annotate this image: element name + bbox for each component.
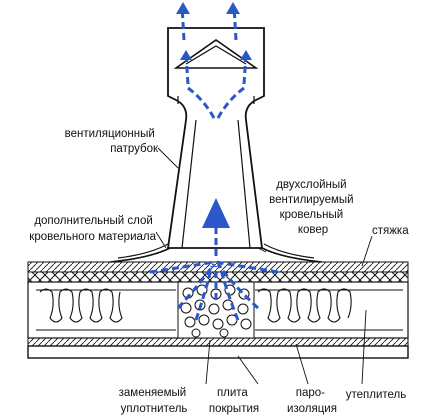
replaceable-seal-zone: [177, 281, 255, 339]
pipe-body: [166, 27, 265, 249]
label-two-layer-carpet: двухслойный вентилируемый кровельный ков…: [269, 179, 357, 236]
label-vent-pipe: вентиляционный патрубок: [65, 128, 159, 155]
label-cover-slab: плита покрытия: [209, 387, 259, 415]
label-insulation: утеплитель: [346, 389, 407, 401]
roof-section: [27, 261, 409, 359]
insulation-texture: [36, 288, 403, 331]
leader-lines: [155, 147, 373, 385]
cover-slab-layer: [27, 345, 409, 359]
air-arrow-up: [202, 198, 230, 228]
label-vapor-barrier: паро- изоляция: [287, 387, 337, 415]
pipe-cap: [173, 39, 259, 69]
screed-layer: [27, 271, 409, 283]
label-replaceable-seal: заменяемый уплотнитель: [119, 387, 190, 415]
vent-pipe: [109, 27, 323, 263]
vapor-barrier-layer: [27, 337, 409, 347]
label-extra-layer: дополнительный слой кровельного материал…: [29, 215, 156, 243]
label-screed: стяжка: [372, 225, 409, 237]
air-flow: [149, 2, 279, 321]
